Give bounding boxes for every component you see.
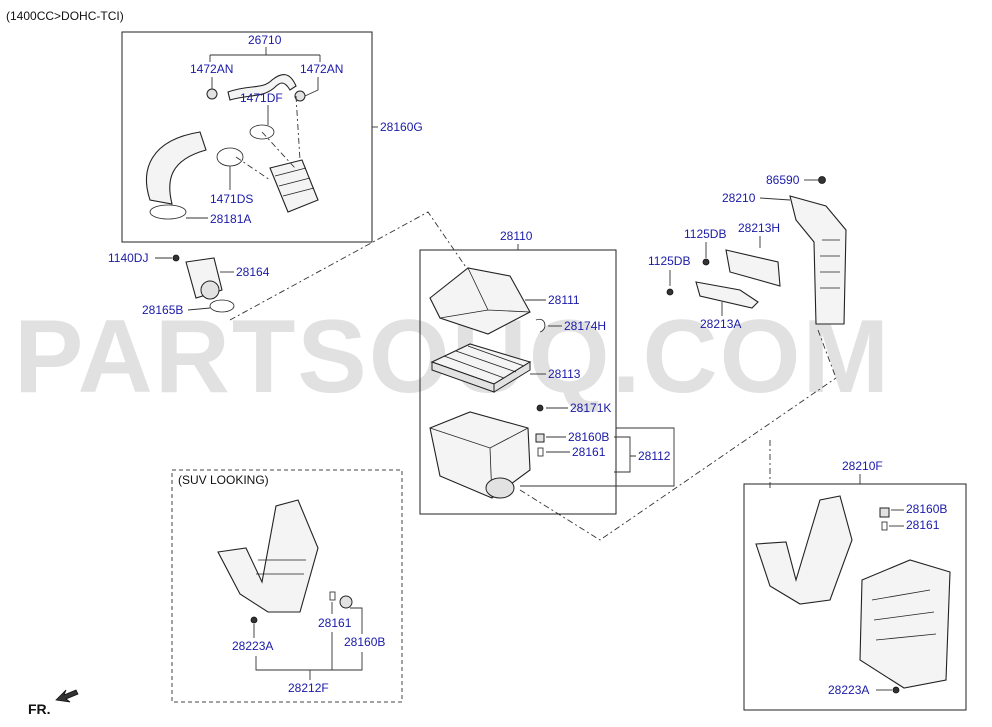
label-28113[interactable]: 28113 — [548, 367, 581, 381]
label-28160b-main[interactable]: 28160B — [568, 430, 609, 444]
label-28165b[interactable]: 28165B — [142, 303, 183, 317]
gasket-28165b-drawing — [209, 299, 235, 313]
bolt-28223a-suv-drawing — [250, 616, 258, 624]
label-28210f[interactable]: 28210F — [842, 459, 883, 473]
resonator-28210f-drawing — [859, 559, 951, 689]
label-1125db-a[interactable]: 1125DB — [684, 227, 726, 241]
connection-line-upper — [229, 211, 473, 321]
leader-28210 — [759, 197, 791, 201]
label-1472an-right[interactable]: 1472AN — [300, 62, 343, 76]
label-28212f[interactable]: 28212F — [288, 681, 329, 695]
connection-line-right — [817, 329, 837, 379]
label-28160b-suv[interactable]: 28160B — [344, 635, 385, 649]
bolt-1125db-b-drawing — [666, 288, 674, 296]
connection-line-lower — [519, 377, 837, 541]
label-28161-right[interactable]: 28161 — [906, 518, 940, 532]
grommet-28160b-right-drawing — [879, 507, 890, 518]
label-1471df[interactable]: 1471DF — [240, 91, 283, 105]
label-1140dj[interactable]: 1140DJ — [108, 251, 148, 265]
group-box-28160g — [121, 31, 373, 243]
duct-ribs — [820, 239, 840, 289]
bolt-1140dj-drawing — [172, 254, 180, 262]
label-28223a-right[interactable]: 28223A — [828, 683, 869, 697]
hose-26710-drawing — [227, 74, 297, 101]
label-28160g[interactable]: 28160G — [380, 120, 423, 134]
label-28161-suv[interactable]: 28161 — [318, 616, 352, 630]
leader-28112 — [520, 427, 675, 487]
grommet-28160b-drawing — [535, 433, 545, 443]
label-86590[interactable]: 86590 — [766, 173, 800, 187]
air-duct-28210-drawing — [789, 195, 847, 325]
label-1472an-left[interactable]: 1472AN — [190, 62, 233, 76]
label-28171k[interactable]: 28171K — [570, 401, 611, 415]
engine-spec-title: (1400CC>DOHC-TCI) — [6, 9, 124, 23]
bellows-hose-drawing — [269, 159, 319, 213]
nut-86590-drawing — [818, 176, 826, 184]
air-cleaner-body-drawing — [429, 411, 531, 499]
air-duct-28212f-drawing — [217, 499, 319, 613]
pin-28161-right-drawing — [881, 521, 888, 531]
label-28213h[interactable]: 28213H — [738, 221, 780, 235]
label-28164[interactable]: 28164 — [236, 265, 270, 279]
pin-28161-suv-drawing — [329, 591, 336, 601]
label-28112[interactable]: 28112 — [638, 449, 671, 463]
bolt-1125db-a-drawing — [702, 258, 710, 266]
air-filter-sides — [431, 361, 531, 393]
filter-pleats — [443, 345, 525, 379]
bolt-28223a-right-drawing — [892, 686, 900, 694]
clamp-1471df-drawing — [249, 124, 275, 140]
front-direction-label: FR. — [28, 701, 51, 717]
suv-duct-ribs — [256, 559, 306, 575]
label-28174h[interactable]: 28174H — [564, 319, 606, 333]
label-26710[interactable]: 26710 — [248, 33, 282, 47]
label-1125db-b[interactable]: 1125DB — [648, 254, 690, 268]
bracket-28213a-drawing — [695, 281, 759, 309]
bolt-28171k-drawing — [536, 404, 544, 412]
bellows-ribs — [274, 167, 315, 197]
label-28111[interactable]: 28111 — [548, 293, 580, 307]
front-arrow-icon — [55, 689, 79, 703]
subgroup-title-suv-looking: (SUV LOOKING) — [178, 473, 269, 487]
cover-edges — [439, 267, 531, 319]
air-duct-drawing — [146, 131, 207, 205]
leader-28165b — [187, 307, 211, 311]
assembly-guide-lines — [235, 95, 301, 181]
leader-28160b-suv — [350, 607, 363, 634]
group-box-suv-looking — [171, 469, 403, 703]
sensor-port-drawing — [200, 280, 220, 300]
grommet-28160b-suv-drawing — [339, 595, 353, 609]
label-28210[interactable]: 28210 — [722, 191, 756, 205]
label-28110[interactable]: 28110 — [500, 229, 533, 243]
label-28160b-right[interactable]: 28160B — [906, 502, 947, 516]
bracket-28213h-drawing — [725, 249, 781, 287]
label-28161-main[interactable]: 28161 — [572, 445, 606, 459]
clamp-1471ds-drawing — [216, 147, 244, 167]
label-28223a-suv[interactable]: 28223A — [232, 639, 273, 653]
clamp-1472an-left-drawing — [206, 88, 218, 100]
group-box-28210f — [743, 483, 967, 711]
clip-28174h-drawing — [535, 318, 546, 333]
resonator-ribs — [871, 589, 937, 641]
leader-1472an-right — [304, 77, 319, 97]
leader-26710 — [209, 47, 321, 62]
clamp-28181a-drawing — [149, 204, 187, 220]
label-1471ds[interactable]: 1471DS — [210, 192, 253, 206]
label-28181a[interactable]: 28181A — [210, 212, 251, 226]
air-duct-28210f-drawing — [755, 495, 853, 605]
pin-28161-drawing — [537, 447, 544, 457]
body-outlet-drawing — [485, 477, 515, 499]
leader-28212f — [255, 632, 363, 680]
label-28213a[interactable]: 28213A — [700, 317, 741, 331]
